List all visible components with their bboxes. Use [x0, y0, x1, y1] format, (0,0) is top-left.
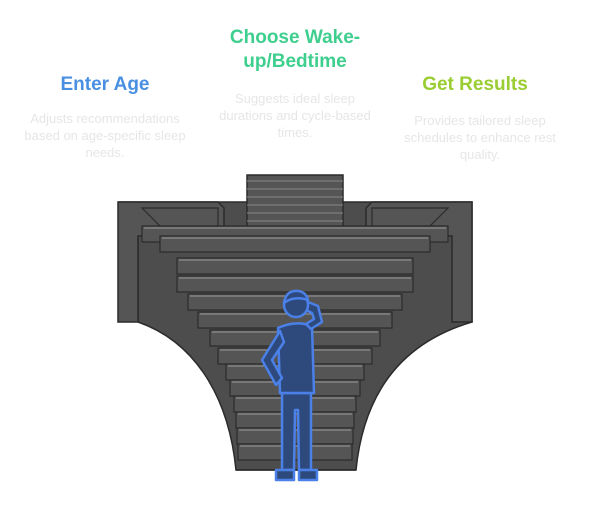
step-description-choose-wake-bedtime: Suggests ideal sleep durations and cycle… [219, 91, 371, 140]
step-title-get-results: Get Results [422, 74, 528, 95]
left-upper-step [140, 207, 219, 227]
step-description-enter-age: Adjusts recommendations based on age-spe… [24, 111, 186, 160]
stair-step [159, 235, 431, 253]
step-description-get-results: Provides tailored sleep schedules to enh… [404, 113, 556, 162]
person-thinking-icon [260, 289, 324, 482]
stair-step [176, 257, 414, 275]
step-title-enter-age: Enter Age [60, 74, 150, 95]
right-upper-step [371, 207, 450, 227]
step-title-choose-wake-bedtime: Choose Wake-up/Bedtime [229, 27, 361, 72]
